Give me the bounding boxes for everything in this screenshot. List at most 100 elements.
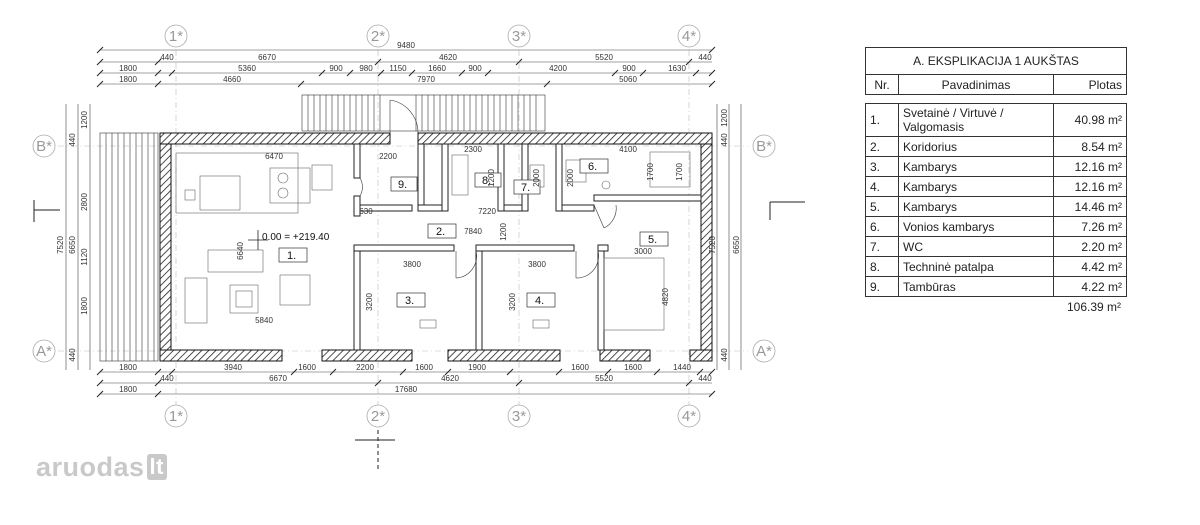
dim-top-3-9: 4200 xyxy=(549,64,567,73)
axis-label-right-b: B* xyxy=(756,138,772,155)
dim-bottom-1-1: 1800 xyxy=(119,363,137,372)
legend-row-name: Kambarys xyxy=(898,156,1054,177)
legend-total: 106.39 m² xyxy=(1066,300,1121,314)
axis-bubbles xyxy=(32,24,776,428)
dim-bottom-1-3: 3940 xyxy=(224,363,242,372)
legend-row-name: Kambarys xyxy=(898,196,1054,217)
room-label-2: 2. xyxy=(436,226,445,238)
room-label-5: 5. xyxy=(648,234,657,246)
legend-header-area: Plotas xyxy=(1053,74,1127,95)
axis-label-bottom-4: 4* xyxy=(682,408,696,425)
room-label-1: 1. xyxy=(287,250,296,262)
dim-top-3-10: 900 xyxy=(622,64,636,73)
axis-label-top-2: 2* xyxy=(371,28,385,45)
legend-row-area: 4.22 m² xyxy=(1053,276,1127,297)
dim-inner-6: 7220 xyxy=(478,207,496,216)
legend-row-area: 40.98 m² xyxy=(1053,103,1127,137)
dim-top-2-c: 5520 xyxy=(595,53,613,62)
explication-table: A. EKSPLIKACIJA 1 AUKŠTAS Nr. Pavadinima… xyxy=(865,47,1127,314)
axis-labels: 1* 2* 3* 4* 1* 2* 3* 4* B* A* B* A* xyxy=(36,28,772,425)
room-label-9: 9. xyxy=(398,179,407,191)
dim-inner-3: 2300 xyxy=(464,145,482,154)
dim-inner-18: 3200 xyxy=(508,293,517,311)
legend-row-nr: 7. xyxy=(865,236,899,257)
room-label-7: 7. xyxy=(521,182,530,194)
legend-row-nr: 4. xyxy=(865,176,899,197)
dim-inner-20: 1200 xyxy=(499,223,508,241)
dim-right-3: 1700 xyxy=(675,163,684,181)
dim-right-6: 440 xyxy=(720,348,729,362)
dim-left-3: 2800 xyxy=(80,193,89,211)
dim-top-3-1: 1800 xyxy=(119,64,137,73)
dim-inner-16: 4820 xyxy=(661,288,670,306)
legend-row-name: WC xyxy=(898,236,1054,257)
legend-row-name: Vonios kambarys xyxy=(898,216,1054,237)
dim-inner-10: 1200 xyxy=(487,169,496,187)
legend-row-nr: 3. xyxy=(865,156,899,177)
dim-inner-7: 1700 xyxy=(646,163,655,181)
room-label-4: 4. xyxy=(535,295,544,307)
dim-top-2-b: 4620 xyxy=(439,53,457,62)
dim-top-3-3: 5360 xyxy=(238,64,256,73)
legend-row: 1. Svetainė / Virtuvė / Valgomasis 40.98… xyxy=(865,103,1127,137)
dim-left-6: 440 xyxy=(68,348,77,362)
legend-row-name: Tambūras xyxy=(898,276,1054,297)
axis-label-top-4: 4* xyxy=(682,28,696,45)
legend-row-area: 12.16 m² xyxy=(1053,156,1127,177)
dim-bottom-1-7: 1900 xyxy=(468,363,486,372)
entrance-stairs xyxy=(301,94,546,132)
dim-inner-1: 6470 xyxy=(265,152,283,161)
dim-inner-15: 6640 xyxy=(236,242,245,260)
dim-bottom-1-6: 1600 xyxy=(415,363,433,372)
dim-top-2-a: 6670 xyxy=(258,53,276,62)
dim-bottom-1-2: 440 xyxy=(160,374,174,383)
legend-row-nr: 2. xyxy=(865,136,899,157)
dim-bottom-1-10: 1440 xyxy=(673,363,691,372)
dim-inner-13: 3800 xyxy=(528,260,546,269)
dim-inner-17: 3200 xyxy=(365,293,374,311)
legend-row: 2. Koridorius 8.54 m² xyxy=(865,136,1127,157)
legend-row: 7. WC 2.20 m² xyxy=(865,236,1127,257)
legend-row-area: 2.20 m² xyxy=(1053,236,1127,257)
legend-row-area: 4.42 m² xyxy=(1053,256,1127,277)
exterior-walls xyxy=(159,132,713,362)
axis-label-right-a: A* xyxy=(756,343,772,360)
legend-row: 4. Kambarys 12.16 m² xyxy=(865,176,1127,197)
axis-label-top-3: 3* xyxy=(512,28,526,45)
room-label-6: 6. xyxy=(588,161,597,173)
legend-row: 8. Techninė patalpa 4.42 m² xyxy=(865,256,1127,277)
legend-row: 9. Tambūras 4.22 m² xyxy=(865,276,1127,297)
section-markers xyxy=(33,200,805,472)
legend-title: A. EKSPLIKACIJA 1 AUKŠTAS xyxy=(865,47,1127,75)
dim-left-2: 440 xyxy=(68,133,77,147)
dim-inner-14: 3000 xyxy=(634,247,652,256)
dim-right-1: 1200 xyxy=(720,109,729,127)
dim-right-5: 6650 xyxy=(732,236,741,254)
dim-bottom-2-b: 4620 xyxy=(441,374,459,383)
dim-bottom-1-9: 1600 xyxy=(624,363,642,372)
level-marker: 0.00 = +219.40 xyxy=(248,230,330,250)
dim-bottom-3-a: 1800 xyxy=(119,385,137,394)
axis-label-bottom-1: 1* xyxy=(169,408,183,425)
dimension-texts: 9480 6670 4620 5520 1800 440 5360 900 98… xyxy=(119,41,712,394)
axis-label-bottom-3: 3* xyxy=(512,408,526,425)
legend-row-area: 8.54 m² xyxy=(1053,136,1127,157)
floor-plan-drawing: 1* 2* 3* 4* 1* 2* 3* 4* B* A* B* A* xyxy=(32,24,805,472)
legend-row-nr: 6. xyxy=(865,216,899,237)
dim-bottom-3-b: 17680 xyxy=(395,385,418,394)
legend-row: 5. Kambarys 14.46 m² xyxy=(865,196,1127,217)
dim-bottom-1-11: 440 xyxy=(698,374,712,383)
dim-top-3-8: 900 xyxy=(468,64,482,73)
watermark-suffix: lt xyxy=(146,454,167,480)
dim-inner-9: 2000 xyxy=(566,169,575,187)
furniture xyxy=(175,151,691,331)
dim-right-2: 440 xyxy=(720,133,729,147)
axis-label-top-1: 1* xyxy=(169,28,183,45)
legend-row-name: Kambarys xyxy=(898,176,1054,197)
room-label-8: 8. xyxy=(482,175,491,187)
dim-bottom-2-a: 6670 xyxy=(269,374,287,383)
terrace-left xyxy=(99,132,159,362)
dim-bottom-1-5: 2200 xyxy=(356,363,374,372)
axis-label-bottom-2: 2* xyxy=(371,408,385,425)
dim-top-3-5: 980 xyxy=(359,64,373,73)
